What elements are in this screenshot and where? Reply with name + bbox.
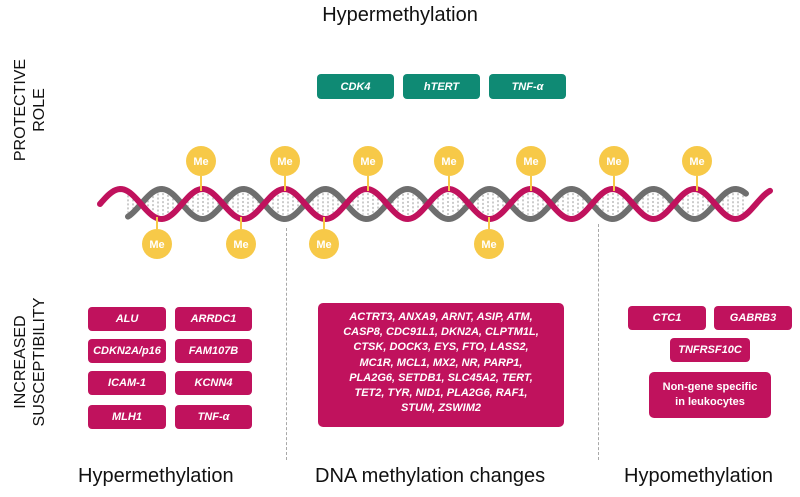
- methyl-label: Me: [606, 156, 621, 168]
- methyl-group-top-7: Me: [682, 146, 712, 191]
- methyl-label: Me: [689, 156, 704, 168]
- methyl-label: Me: [441, 156, 456, 168]
- section-label-hypomethylation: Hypomethylation: [624, 465, 773, 487]
- methyl-circle: [186, 146, 216, 176]
- gene-box-ctc1: CTC1: [628, 306, 706, 330]
- section-divider-right: [598, 224, 599, 460]
- methyl-group-top-5: Me: [516, 146, 546, 191]
- methyl-group-bottom-3: Me: [309, 217, 339, 259]
- methyl-circle: [599, 146, 629, 176]
- methyl-circle: [353, 146, 383, 176]
- gene-box-cdk4: CDK4: [317, 74, 394, 99]
- methyl-circle: [682, 146, 712, 176]
- gene-list-line-7: STUM, ZSWIM2: [400, 402, 482, 415]
- methyl-circle: [474, 229, 504, 259]
- section-label-dna-methylation-changes: DNA methylation changes: [315, 465, 546, 487]
- methyl-group-top-2: Me: [270, 146, 300, 191]
- dna-strand-magenta: [97, 186, 773, 222]
- gene-box-tnfrsf10c: TNFRSF10C: [670, 338, 750, 362]
- methyl-label: Me: [233, 239, 248, 251]
- methyl-label: Me: [523, 156, 538, 168]
- methyl-circle: [226, 229, 256, 259]
- methyl-label: Me: [149, 239, 164, 251]
- methyl-circle: [516, 146, 546, 176]
- diagram-title: Hypermethylation: [322, 4, 478, 26]
- gene-box-kcnn4: KCNN4: [175, 371, 252, 395]
- methyl-label: Me: [316, 239, 331, 251]
- gene-box-icam-1: ICAM-1: [88, 371, 166, 395]
- methyl-group-bottom-1: Me: [142, 217, 172, 259]
- methyl-label: Me: [277, 156, 292, 168]
- methyl-group-top-1: Me: [186, 146, 216, 191]
- dna-methylation-changes-box: ACTRT3, ANXA9, ARNT, ASIP, ATM, CASP8, C…: [318, 303, 564, 427]
- methyl-label: Me: [360, 156, 375, 168]
- gene-box-arrdc1: ARRDC1: [175, 307, 252, 331]
- gene-list-line-1: ACTRT3, ANXA9, ARNT, ASIP, ATM,: [349, 311, 533, 323]
- gene-box-tnf-alpha: TNF-α: [489, 74, 566, 99]
- dna-strand-gray: [125, 186, 749, 222]
- section-label-hypermethylation: Hypermethylation: [78, 465, 234, 487]
- methyl-group-bottom-4: Me: [474, 217, 504, 259]
- gene-list-line-3: CTSK, DOCK3, EYS, FTO, LASS2,: [353, 341, 529, 354]
- gene-box-mlh1: MLH1: [88, 405, 166, 429]
- gene-box-gabrb3: GABRB3: [714, 306, 792, 330]
- gene-list-line-2: CASP8, CDC91L1, DKN2A, CLPTM1L,: [343, 326, 539, 339]
- gene-box-cdkn2a-p16: CDKN2A/p16: [88, 339, 166, 363]
- note-line-1: Non-gene specific: [662, 381, 758, 393]
- methyl-group-bottom-2: Me: [226, 217, 256, 259]
- note-line-2: in leukocytes: [675, 396, 745, 408]
- methyl-circle: [309, 229, 339, 259]
- methyl-circle: [434, 146, 464, 176]
- gene-box-htert: hTERT: [403, 74, 480, 99]
- non-gene-specific-box: Non-gene specific in leukocytes: [649, 372, 771, 418]
- gene-list-line-6: TET2, TYR, NID1, PLA2G6, RAF1,: [354, 387, 528, 400]
- gene-list-line-5: PLA2G6, SETDB1, SLC45A2, TERT,: [349, 371, 533, 384]
- gene-list-line-4: MC1R, MCL1, MX2, NR, PARP1,: [359, 356, 523, 369]
- base-pair-rungs: [127, 193, 744, 215]
- gene-box-tnf-alpha-hyper: TNF-α: [175, 405, 252, 429]
- gene-box-fam107b: FAM107B: [175, 339, 252, 363]
- methyl-group-top-4: Me: [434, 146, 464, 191]
- methyl-group-top-6: Me: [599, 146, 629, 191]
- methyl-label: Me: [193, 156, 208, 168]
- gene-box-alu: ALU: [88, 307, 166, 331]
- methyl-circle: [270, 146, 300, 176]
- section-divider-left: [286, 228, 287, 460]
- methyl-label: Me: [481, 239, 496, 251]
- methyl-circle: [142, 229, 172, 259]
- methyl-group-top-3: Me: [353, 146, 383, 191]
